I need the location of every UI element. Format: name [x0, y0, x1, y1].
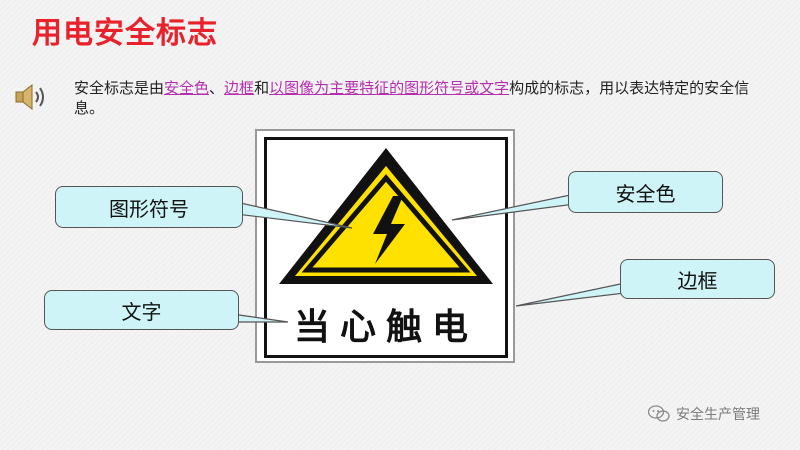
callout-text: 文字: [44, 290, 239, 330]
link-graphic-symbol[interactable]: 以图像为主要特征的图形符号或文字: [269, 79, 510, 97]
description: 安全标志是由安全色、边框和以图像为主要特征的图形符号或文字构成的标志，用以表达特…: [74, 79, 750, 117]
sign-text: 当心触电: [293, 307, 478, 348]
sign-border: 当心触电: [264, 137, 508, 358]
callout-border: 边框: [620, 259, 775, 299]
lightning-bolt-icon: [373, 196, 405, 264]
warning-triangle: [279, 148, 493, 284]
callout-graphic-symbol: 图形符号: [55, 186, 243, 228]
link-border[interactable]: 边框: [224, 79, 255, 97]
electric-warning-sign: 当心触电: [255, 129, 515, 363]
page-title: 用电安全标志: [32, 16, 218, 51]
wechat-icon: [648, 405, 670, 422]
watermark: 安全生产管理: [648, 404, 760, 424]
watermark-text: 安全生产管理: [676, 407, 760, 423]
callout-safety-color: 安全色: [568, 171, 723, 213]
speaker-icon[interactable]: [14, 83, 50, 111]
link-safety-color[interactable]: 安全色: [164, 79, 210, 97]
